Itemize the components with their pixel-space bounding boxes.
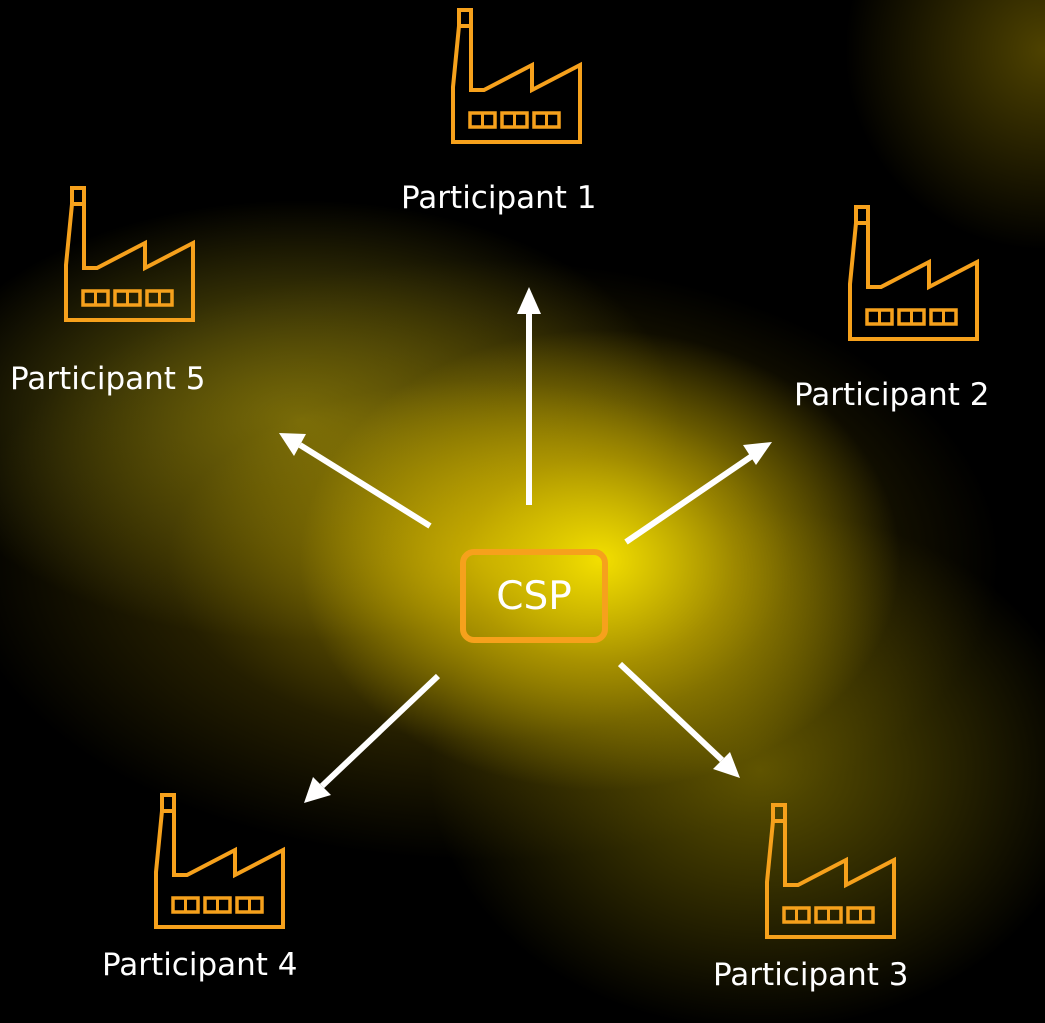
participant-2-label: Participant 2 (794, 377, 990, 413)
factory-icon-participant-3 (765, 803, 896, 939)
participant-4-label: Participant 4 (102, 947, 298, 983)
factory-icon-participant-2 (848, 205, 979, 341)
factory-icon-participant-1 (451, 8, 582, 144)
arrow-to-participant-2 (624, 442, 772, 545)
csp-node: CSP (460, 549, 608, 643)
participant-3-label: Participant 3 (713, 957, 909, 993)
arrow-to-participant-1 (517, 287, 541, 505)
csp-label: CSP (496, 573, 572, 619)
arrow-to-participant-3 (617, 661, 740, 778)
factory-icon-participant-4 (154, 793, 285, 929)
factory-icon-participant-5 (64, 186, 195, 322)
arrow-to-participant-5 (279, 433, 432, 529)
arrow-to-participant-4 (304, 673, 441, 803)
participant-1-label: Participant 1 (401, 180, 597, 216)
participant-5-label: Participant 5 (10, 361, 206, 397)
